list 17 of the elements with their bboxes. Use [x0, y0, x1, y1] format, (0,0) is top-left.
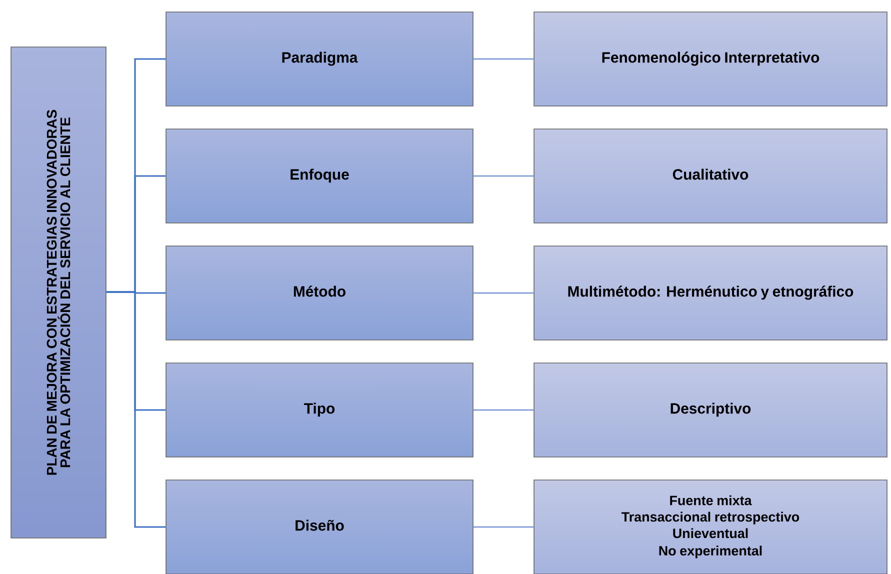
category-box: Tipo	[166, 362, 474, 458]
value-box: Fenomenológico Interpretativo	[534, 12, 888, 106]
connector-line	[473, 292, 534, 294]
category-box: Enfoque	[166, 128, 474, 224]
value-box: Cualitativo	[534, 128, 888, 224]
connector-line	[473, 526, 534, 528]
value-box: Multimétodo: Herménutico y etnográfico	[534, 246, 888, 340]
value-box: Fuente mixta Transaccional retrospectivo Unieventual No experimental	[534, 480, 888, 574]
connector-line	[473, 409, 534, 411]
category-box: Diseño	[166, 480, 474, 574]
category-box: Paradigma	[166, 12, 474, 106]
value-box: Descriptivo	[534, 362, 888, 458]
connector-line	[473, 175, 534, 177]
connector-line	[106, 291, 166, 528]
connector-line	[473, 58, 534, 60]
title-box: PLAN DE MEJORA CON ESTRATEGIAS INNOVADORAS PARA LA OPTIMIZACIÓN DEL SERVICIO AL CLIENTE	[10, 46, 106, 538]
category-box: Método	[166, 246, 474, 340]
